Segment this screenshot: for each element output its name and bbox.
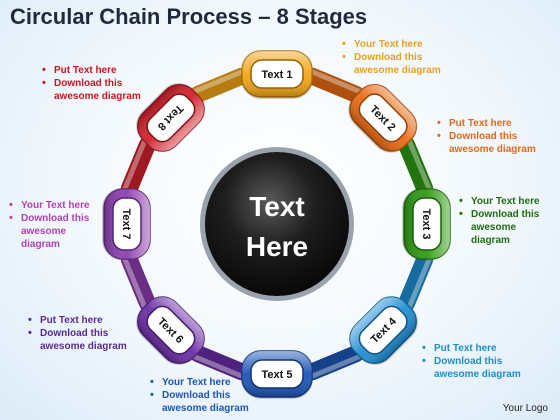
chain-connector	[304, 345, 365, 381]
chain-connector-shine	[308, 68, 364, 95]
note-bullet: Download this awesome diagram	[24, 327, 134, 353]
chain-link-label-plate	[112, 197, 142, 251]
center-text-line2: Here	[246, 231, 308, 262]
chain-connector-shine	[308, 353, 364, 380]
chain-connector	[189, 67, 250, 103]
chain-connector-shine	[190, 68, 246, 95]
chain-connector-shine	[406, 137, 433, 193]
chain-link-6: Text 6	[136, 296, 205, 365]
chain-link-4: Text 4	[349, 296, 418, 365]
chain-link-3: Text 3	[402, 188, 451, 260]
chain-link-5: Text 5	[241, 350, 313, 399]
note-bullet: Your Text here	[338, 38, 448, 51]
note-bullet: Put Text here	[433, 117, 543, 130]
chain-link-2: Text 2	[348, 84, 417, 153]
note-stage-5: Your Text hereDownload this awesome diag…	[146, 376, 256, 415]
note-bullet: Put Text here	[418, 342, 528, 355]
chain-link-label-plate	[250, 359, 304, 389]
chain-link-label-plate	[146, 93, 196, 143]
chain-link-label: Text 7	[120, 209, 132, 240]
chain-link-label-plate	[412, 197, 442, 251]
title-dash: –	[258, 4, 271, 29]
chain-connector-bar	[189, 345, 250, 381]
note-bullet: Your Text here	[455, 195, 555, 208]
note-bullet: Download this awesome diagram	[418, 355, 528, 381]
chain-link-label: Text 3	[420, 209, 432, 240]
note-bullet: Download this awesome diagram	[338, 51, 448, 77]
note-stage-3: Your Text hereDownload this awesome diag…	[455, 195, 555, 247]
chain-connector	[120, 136, 156, 197]
chain-connector	[304, 67, 365, 103]
chain-connector	[120, 251, 156, 312]
center-hub: Text Here	[200, 147, 354, 301]
note-stage-4: Put Text hereDownload this awesome diagr…	[418, 342, 528, 381]
logo-text: Your Logo	[502, 403, 548, 414]
chain-link-label-plate	[358, 305, 408, 355]
chain-connector-bar	[398, 251, 434, 312]
chain-connector-shine	[121, 137, 148, 193]
note-bullet: Put Text here	[24, 314, 134, 327]
note-stage-6: Put Text hereDownload this awesome diagr…	[24, 314, 134, 353]
note-stage-1: Your Text hereDownload this awesome diag…	[338, 38, 448, 77]
center-text-line1: Text	[249, 191, 305, 222]
chain-connector-shine	[121, 255, 148, 311]
chain-connector	[398, 251, 434, 312]
note-bullet: Download this awesome diagram	[38, 77, 148, 103]
chain-connectors	[120, 67, 434, 381]
chain-connector-bar	[398, 136, 434, 197]
chain-connector	[398, 136, 434, 197]
chain-link-label-plate	[250, 59, 304, 89]
note-bullet: Download this awesome diagram	[433, 130, 543, 156]
chain-link-1: Text 1	[241, 50, 313, 99]
chain-link-label-plate	[146, 305, 196, 355]
diagram-title: Circular Chain Process – 8 Stages	[10, 4, 367, 30]
chain-connector-bar	[120, 251, 156, 312]
note-bullet: Download this awesome diagram	[5, 212, 101, 251]
note-bullet: Download this awesome diagram	[146, 389, 256, 415]
title-main: Circular Chain Process	[10, 4, 253, 29]
title-subtitle: 8 Stages	[276, 4, 368, 29]
chain-connector-shine	[406, 255, 433, 311]
chain-connector-bar	[189, 67, 250, 103]
note-bullet: Download this awesome diagram	[455, 208, 555, 247]
chain-link-7: Text 7	[102, 188, 151, 260]
note-bullet: Put Text here	[38, 64, 148, 77]
chain-connector-bar	[304, 67, 365, 103]
center-hub-circle	[205, 152, 349, 296]
note-bullet: Your Text here	[5, 199, 101, 212]
note-stage-2: Put Text hereDownload this awesome diagr…	[433, 117, 543, 156]
chain-link-label-plate	[358, 93, 408, 143]
note-bullet: Your Text here	[146, 376, 256, 389]
chain-connector-bar	[304, 345, 365, 381]
note-stage-8: Put Text hereDownload this awesome diagr…	[38, 64, 148, 103]
chain-connector	[189, 345, 250, 381]
chain-link-label: Text 1	[262, 69, 293, 81]
chain-connector-bar	[120, 136, 156, 197]
chain-connector-shine	[190, 353, 246, 380]
chain-link-8: Text 8	[136, 83, 205, 152]
note-stage-7: Your Text hereDownload this awesome diag…	[5, 199, 101, 251]
chain-link-label: Text 5	[262, 369, 293, 381]
